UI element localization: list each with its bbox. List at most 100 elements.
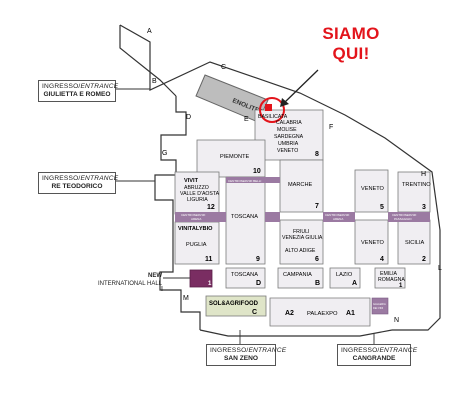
connector-10-label: CENTROSERVIZI BELLI	[228, 179, 261, 183]
hall-11	[174, 221, 220, 265]
sicilia-label: SICILIA	[405, 240, 425, 246]
entrance-name: SAN ZENO	[223, 355, 259, 363]
gate-l: H	[421, 171, 426, 178]
gate-f: E	[244, 116, 249, 123]
hall10-number: 10	[253, 168, 261, 175]
b-number: B	[315, 280, 320, 287]
hall-3	[397, 171, 431, 213]
hall-12	[174, 171, 220, 215]
hall-1-emilia	[374, 267, 406, 289]
entrance-label: INGRESSO/	[42, 175, 81, 182]
hall-palaexpo	[269, 297, 371, 327]
entrance-giulietta-romeo: INGRESSO/ENTRANCE GIULIETTA E ROMEO	[38, 80, 119, 103]
hall8-number: 8	[315, 151, 319, 158]
a1-label: A1	[346, 310, 355, 317]
toscana-label: TOSCANA	[231, 214, 258, 220]
hall-small	[371, 297, 389, 315]
hall5-number: 5	[380, 204, 384, 211]
connector-12-label: CENTROSERVIZI	[181, 213, 205, 217]
sol-agrifood-label: SOL&AGRIFOOD	[209, 301, 259, 307]
site-boundary-west	[154, 96, 201, 330]
toscana-d-label: TOSCANA	[231, 272, 258, 278]
hall8-region-4: SARDEGNA	[274, 134, 304, 140]
lazio-label: LAZIO	[336, 272, 353, 278]
entrance-san-zeno: INGRESSO/ENTRANCE SAN ZENO	[206, 344, 286, 367]
hall2-number: 2	[422, 256, 426, 263]
emilia-label-2: ROMAGNA	[378, 277, 405, 283]
callout-arrowhead	[280, 98, 289, 107]
hall12-region-3: VALLE D'AOSTA	[180, 191, 220, 197]
hall-1-international	[189, 269, 213, 288]
hall-5	[354, 169, 389, 213]
site-boundary-left	[119, 25, 177, 97]
puglia-label: PUGLIA	[186, 242, 207, 248]
entrance-label: INGRESSO/	[42, 83, 81, 90]
new-hall-line-1: NEW	[148, 273, 162, 279]
gate-e: D	[186, 114, 191, 121]
hall11-number: 11	[205, 256, 213, 263]
entrance-re-teodorico: INGRESSO/ENTRANCE RE TEODORICO	[38, 172, 118, 195]
callout-line-1: SIAMO	[322, 24, 380, 43]
gate-b: I	[161, 286, 163, 293]
connector-9-6	[265, 212, 280, 222]
hall-b	[277, 267, 324, 289]
entrance-label-italic: ENTRANCE	[80, 83, 119, 90]
small-box-label-1: GALLERIA	[373, 302, 386, 306]
callout-arrow	[283, 69, 319, 104]
d-number: D	[256, 280, 261, 287]
emilia-label-1: EMILIA	[380, 271, 398, 277]
connector-5-3	[388, 212, 430, 222]
gate-h: C	[221, 64, 226, 71]
siamo-qui-callout: SIAMO QUI!	[316, 24, 386, 64]
hall-8	[254, 109, 324, 161]
site-boundary	[119, 24, 441, 331]
entrance-name: GIULIETTA E ROMEO	[43, 91, 111, 99]
hall7-number: 7	[315, 203, 319, 210]
hall-6	[279, 219, 324, 265]
hall6-number: 6	[315, 256, 319, 263]
entrance-label-italic: ENTRANCE	[248, 347, 287, 354]
connector-4-label: CENTROSERVIZI	[392, 213, 416, 217]
entrance-name: CANGRANDE	[352, 355, 396, 363]
alto-adige-label: ALTO ADIGE	[285, 248, 316, 254]
entrance-cangrande: INGRESSO/ENTRANCE CANGRANDE	[337, 344, 417, 367]
connector-12-label-b: ARENA	[191, 217, 201, 221]
hall12-vivit: VIVIT	[184, 178, 199, 184]
hall-7	[279, 159, 324, 213]
veneto4-label: VENETO	[361, 240, 385, 246]
hall1-international-number: 1	[208, 281, 212, 287]
hall9-number: 9	[256, 256, 260, 263]
hall8-region-3: MOLISE	[277, 127, 297, 133]
hall6-region-2: VENEZIA GIULIA	[282, 235, 323, 241]
connector-6-5	[323, 212, 355, 222]
hall-d	[225, 267, 266, 289]
veneto5-label: VENETO	[361, 186, 385, 192]
new-international-hall-label: NEW INTERNATIONAL HALL	[80, 272, 162, 288]
campania-label: CAMPANIA	[283, 272, 312, 278]
entrance-label: INGRESSO/	[341, 347, 380, 354]
trentino-label: TRENTINO	[402, 182, 431, 188]
marche-label: MARCHE	[288, 182, 313, 188]
hall-10	[196, 139, 266, 178]
hall-4	[354, 219, 389, 265]
gate-f-top: B	[152, 78, 157, 85]
entrance-name: RE TEODORICO	[51, 183, 103, 191]
a-number: A	[352, 280, 357, 287]
piemonte-label: PIEMONTE	[220, 154, 249, 160]
gate-d: G	[162, 150, 167, 157]
hall8-region-1: BASILICATA	[258, 114, 288, 120]
hall8-region-6: VENETO	[277, 148, 298, 154]
callout-line-2: QUI!	[332, 44, 370, 63]
hall-2	[397, 219, 431, 265]
gate-g: A	[147, 28, 152, 35]
connector-12-9	[175, 212, 226, 222]
hall12-region-2: ABRUZZO	[184, 185, 209, 191]
hall12-region-4: LIGURIA	[187, 197, 208, 203]
hall8-region-5: UMBRIA	[278, 141, 299, 147]
hall6-region-1: FRIULI	[293, 229, 309, 235]
gate-i: F	[329, 124, 333, 131]
hall4-number: 4	[380, 256, 384, 263]
gate-n: N	[394, 317, 399, 324]
c-number: C	[252, 309, 257, 316]
vinitalybio-label: VINITALYBIO	[178, 226, 213, 232]
